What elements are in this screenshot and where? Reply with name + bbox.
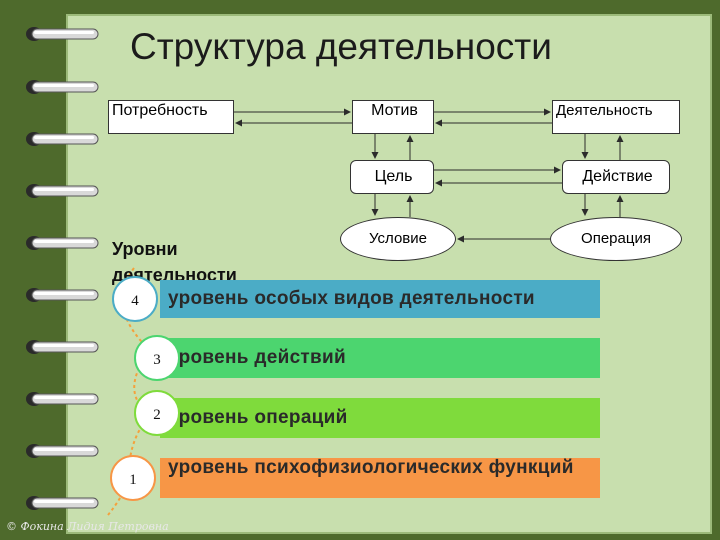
- author-credit: © Фокина Лидия Петровна: [6, 520, 169, 533]
- level-label-4: уровень особых видов деятельности: [168, 288, 535, 309]
- binding-ring: [22, 494, 102, 512]
- level-bar-2: уровень операций: [160, 398, 600, 438]
- action-box: Действие: [562, 160, 670, 194]
- level-bar-1: уровень психофизиологических функций: [160, 458, 600, 498]
- level-number-3: 3: [134, 335, 180, 381]
- activity-box: Деятельность: [552, 100, 680, 134]
- binding-ring: [22, 234, 102, 252]
- level-number-2: 2: [134, 390, 180, 436]
- binding-ring: [22, 338, 102, 356]
- page-title: Структура деятельности: [130, 26, 552, 67]
- level-number-1: 1: [110, 455, 156, 501]
- goal-box: Цель: [350, 160, 434, 194]
- binding-ring: [22, 442, 102, 460]
- level-label-2: уровень операций: [168, 407, 348, 428]
- level-number-4: 4: [112, 276, 158, 322]
- motive-box: Мотив: [352, 100, 434, 134]
- level-label-3: уровень действий: [168, 347, 346, 368]
- operation-oval: Операция: [550, 217, 682, 261]
- level-label-1: уровень психофизиологических функций: [168, 457, 574, 478]
- need-box: Потребность: [108, 100, 234, 134]
- level-bar-3: уровень действий: [160, 338, 600, 378]
- binding-ring: [22, 130, 102, 148]
- binding-ring: [22, 78, 102, 96]
- binding-ring: [22, 182, 102, 200]
- binding-ring: [22, 286, 102, 304]
- condition-oval: Условие: [340, 217, 456, 261]
- level-bar-4: уровень особых видов деятельности: [160, 280, 600, 318]
- binding-ring: [22, 390, 102, 408]
- binding-ring: [22, 25, 102, 43]
